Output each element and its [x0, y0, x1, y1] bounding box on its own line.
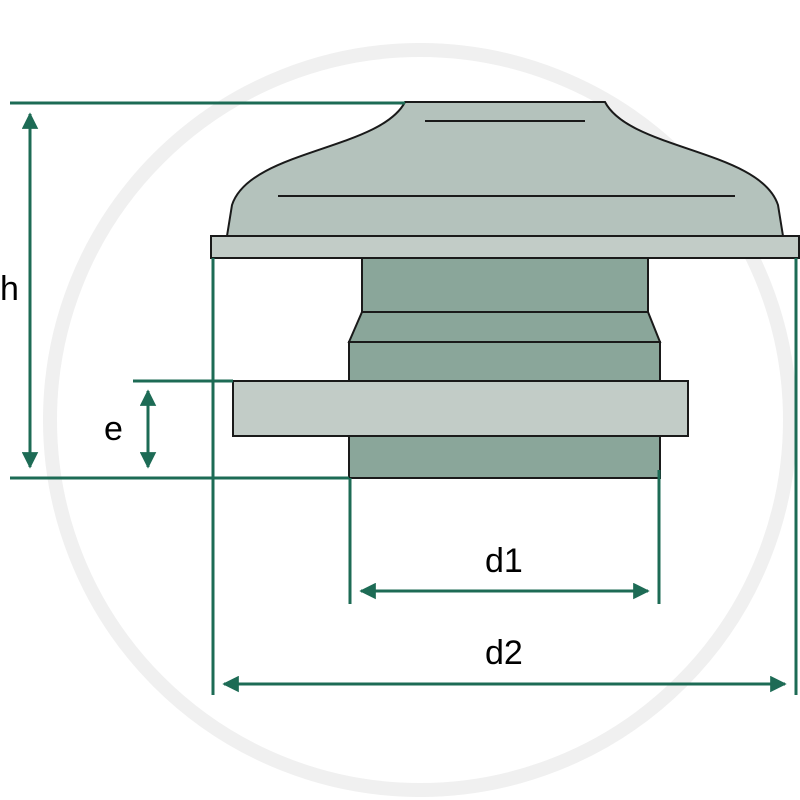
cap-rim	[210, 235, 800, 259]
stem-part	[232, 257, 689, 479]
label-e: e	[104, 410, 123, 448]
label-d1: d1	[485, 542, 523, 580]
label-h: h	[0, 270, 19, 308]
dimension-h	[10, 101, 405, 480]
label-d2: d2	[485, 634, 523, 672]
watermark-circle	[43, 43, 797, 797]
stem-taper	[347, 311, 662, 343]
dimension-d2	[211, 258, 798, 695]
stem-upper	[361, 257, 649, 313]
cap-dome	[225, 101, 785, 237]
dimension-e	[133, 379, 233, 469]
stem-middle	[348, 341, 661, 382]
washer-plate	[232, 380, 689, 437]
cap-part	[210, 101, 800, 259]
stem-lower	[348, 435, 661, 479]
dimension-d1	[348, 470, 661, 604]
